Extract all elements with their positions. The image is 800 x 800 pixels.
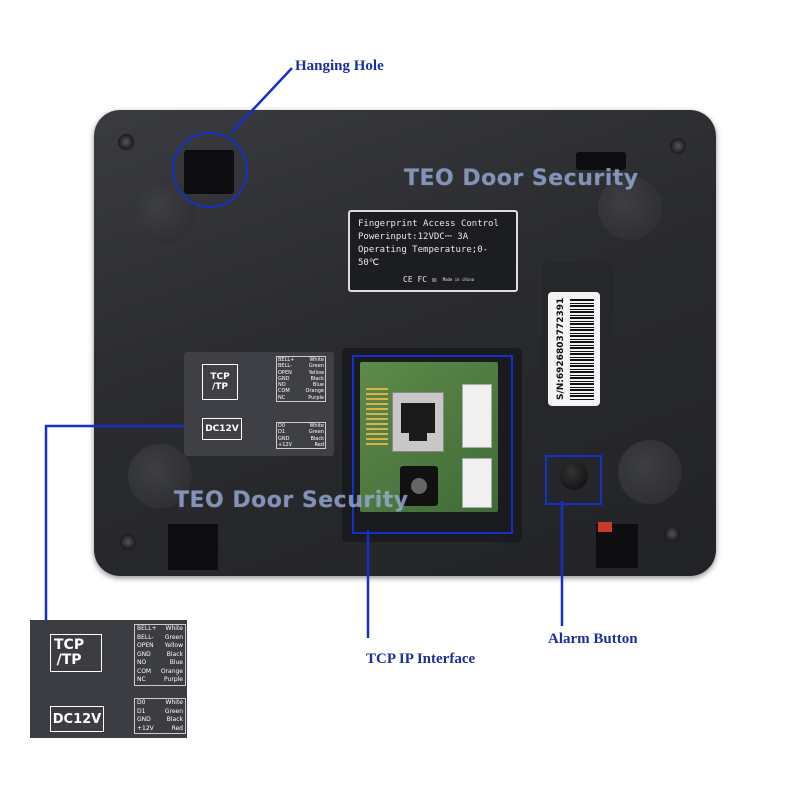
screw-top-left (118, 134, 134, 150)
circuit-board (360, 362, 498, 512)
tcp-tag-zoom: TCP /TP (50, 634, 102, 672)
callout-tcp-ip-interface: TCP IP Interface (366, 651, 476, 667)
pin-row (366, 388, 388, 446)
dc-label: DC12V (205, 424, 239, 434)
certification-marks: CE FC ☒ (403, 275, 437, 284)
dc12v-tag-zoom: DC12V (50, 706, 104, 732)
mount-boss (618, 440, 682, 504)
dc-label-zoom: DC12V (52, 711, 102, 727)
red-wire-connector (598, 522, 612, 532)
screw-top-right (670, 138, 686, 154)
callout-alarm-button: Alarm Button (548, 631, 638, 647)
tcp-label-zoom: TCP /TP (54, 637, 85, 668)
tcp-interface-highlight (352, 355, 513, 534)
leader-connector-panel (44, 424, 184, 620)
hanging-hole-highlight (172, 132, 248, 208)
spec-line-1: Fingerprint Access Control (358, 219, 499, 229)
alarm-button-highlight (545, 455, 602, 505)
pin-header-bottom (462, 458, 492, 508)
dc12v-tag: DC12V (202, 418, 242, 440)
hanging-hole-right (576, 152, 626, 170)
connector-panel: TCP /TP DC12V BELL+White BELL-Green OPEN… (184, 352, 334, 456)
screw-bottom-left (120, 534, 136, 550)
callout-hanging-hole: Hanging Hole (295, 58, 384, 74)
made-in-label: Made in china (442, 277, 475, 282)
tcp-tag: TCP /TP (202, 364, 238, 400)
watermark-bottom: TEO Door Security (174, 488, 409, 513)
mount-boss (128, 444, 192, 508)
spec-label: Fingerprint Access Control Powerinput:12… (348, 210, 518, 292)
leader-hanging-hole (231, 67, 293, 133)
mount-boss (598, 176, 662, 240)
serial-sticker: S/N:6926803772391 (548, 292, 600, 406)
pin-header-top (462, 384, 492, 448)
screw-bottom-right (664, 526, 680, 542)
barcode (570, 298, 594, 400)
connector-panel-zoom: TCP /TP DC12V BELL+White BELL-Green OPEN… (30, 620, 187, 738)
spec-line-3: Operating Temperature;0-50℃ (358, 245, 489, 268)
rj45-port[interactable] (392, 392, 444, 452)
tcp-label: TCP /TP (210, 372, 230, 392)
spec-line-2: Powerinput:12VDC⎓ 3A (358, 232, 469, 242)
watermark-top: TEO Door Security (404, 166, 639, 191)
dc-jack[interactable] (400, 466, 438, 506)
alarm-button[interactable] (560, 462, 588, 490)
bottom-slot-left (168, 524, 218, 570)
